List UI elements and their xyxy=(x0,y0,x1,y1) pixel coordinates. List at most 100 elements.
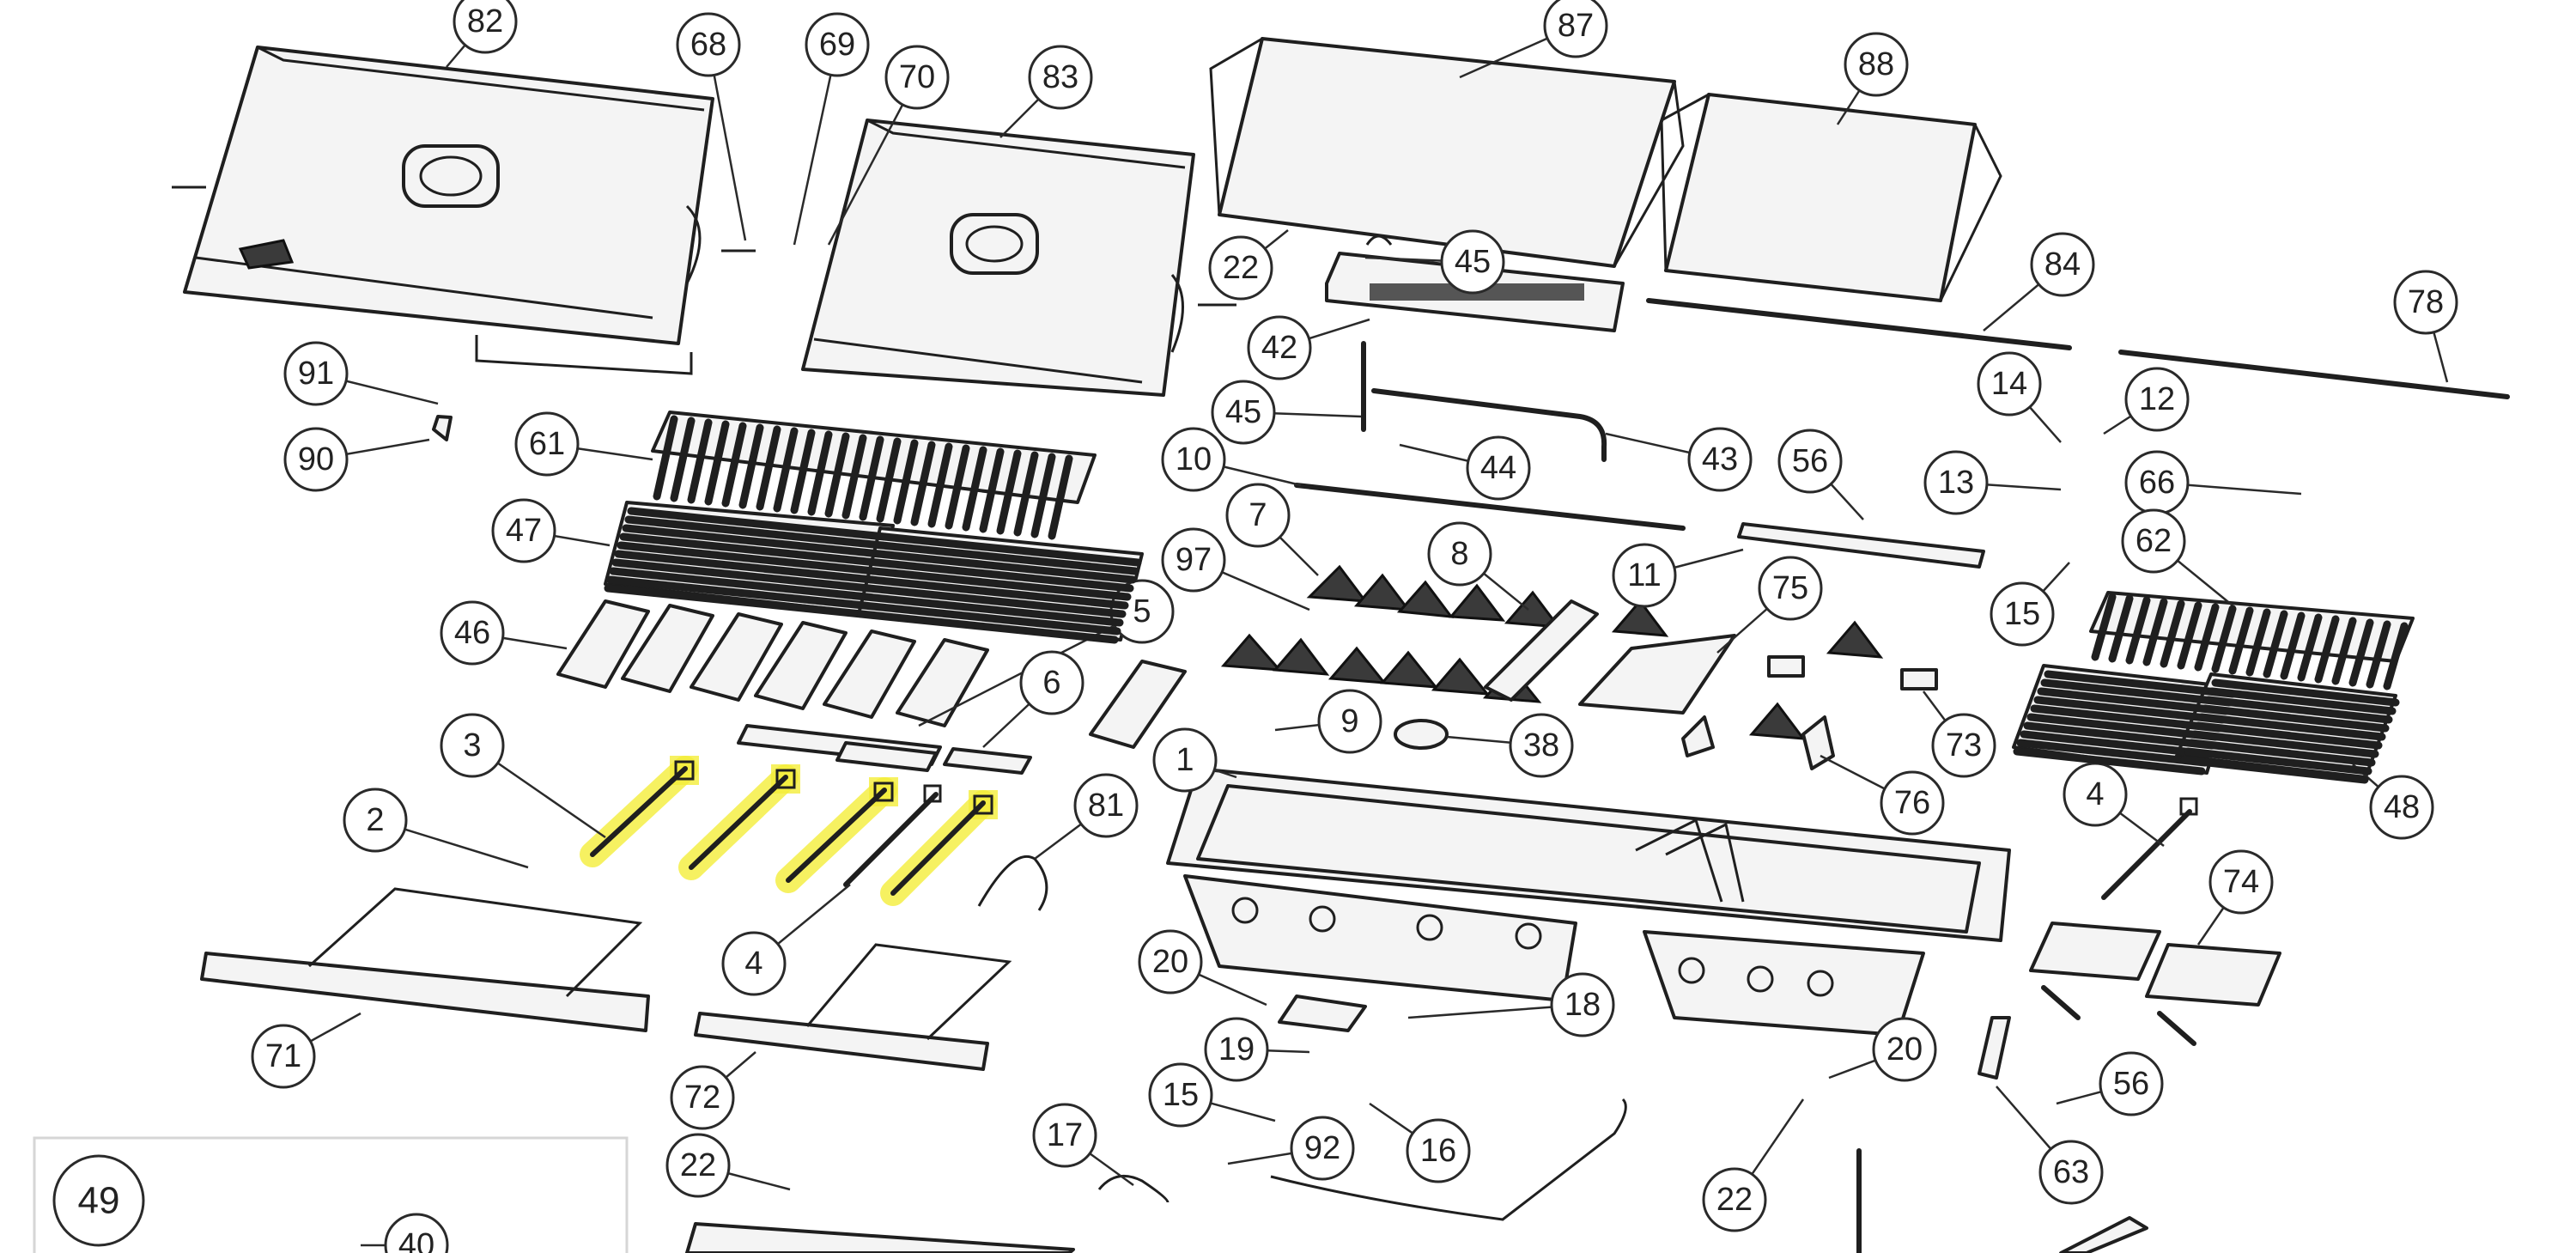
lid-center xyxy=(801,119,1236,397)
grate-bar xyxy=(878,541,1139,575)
grate-bar xyxy=(2280,611,2306,680)
inset-label: 49 xyxy=(78,1180,120,1222)
callout-label: 15 xyxy=(2004,596,2040,632)
callout-label: 20 xyxy=(1152,944,1188,980)
callout-circle xyxy=(1550,972,1615,1037)
callout-label: 40 xyxy=(398,1227,434,1253)
callout-label: 15 xyxy=(1163,1077,1199,1113)
side-burner-plate-75 xyxy=(1578,634,1736,715)
grate-bar xyxy=(609,567,871,601)
grate-bar xyxy=(862,593,1124,627)
grate-bar xyxy=(773,427,799,513)
grate-bar xyxy=(2020,730,2213,758)
leader-line-c68 xyxy=(707,44,747,241)
hinge-91 xyxy=(432,335,693,441)
callout-label: 87 xyxy=(1558,8,1594,44)
grate-bar xyxy=(2026,713,2220,741)
callout-label: 66 xyxy=(2139,465,2175,501)
grate-bar xyxy=(875,550,1137,584)
callout-c47: 47 xyxy=(491,498,556,563)
callout-c2: 2 xyxy=(343,788,408,853)
callout-c19: 19 xyxy=(1204,1017,1269,1082)
callout-c72: 72 xyxy=(670,1065,735,1130)
callout-label: 81 xyxy=(1088,788,1124,824)
drip-tray-72 xyxy=(694,943,1012,1071)
callout-label: 4 xyxy=(744,946,762,982)
callout-circle xyxy=(1440,229,1505,295)
grate-bar xyxy=(824,432,850,518)
callout-c45a: 45 xyxy=(1440,229,1505,295)
grate-bar xyxy=(2013,747,2206,776)
grate-bar xyxy=(2297,613,2323,682)
callout-c82: 82 xyxy=(453,0,518,54)
callout-label: 73 xyxy=(1946,727,1982,763)
callout-circle xyxy=(453,0,518,54)
callout-label: 74 xyxy=(2223,864,2259,900)
grate-bar xyxy=(927,442,953,528)
grate-bar xyxy=(614,550,876,584)
callout-label: 97 xyxy=(1176,542,1212,578)
grate-bar xyxy=(721,422,747,508)
callout-label: 10 xyxy=(1176,441,1212,477)
callout-label: 82 xyxy=(467,3,503,40)
callout-c9: 9 xyxy=(1317,689,1382,754)
callout-c13: 13 xyxy=(1923,450,1989,515)
callout-circle xyxy=(1758,556,1823,621)
callout-circle xyxy=(1844,32,1909,97)
grate-bar xyxy=(2044,670,2237,698)
grate-bars xyxy=(2180,678,2400,784)
grate-bar xyxy=(2383,622,2409,690)
callout-circle xyxy=(1977,351,2042,417)
callout-label: 91 xyxy=(298,356,334,392)
callout-circle xyxy=(514,411,580,477)
grate-bar xyxy=(2263,610,2288,678)
grate-bar xyxy=(865,584,1127,618)
side-burners-74 xyxy=(2029,922,2281,1046)
callout-label: 17 xyxy=(1047,1117,1083,1153)
callout-circle xyxy=(721,931,787,996)
callout-label: 69 xyxy=(819,27,855,63)
callout-c16: 16 xyxy=(1406,1118,1471,1183)
callout-label: 4 xyxy=(2086,776,2104,812)
valve-bracket-19 xyxy=(1278,994,1367,1032)
callout-circle xyxy=(1687,427,1753,492)
callout-label: 7 xyxy=(1249,497,1267,533)
callout-circle xyxy=(884,45,950,110)
callout-circle xyxy=(440,713,505,778)
callout-c73: 73 xyxy=(1931,713,1996,778)
callout-circle xyxy=(1872,1017,1937,1082)
grate-bar xyxy=(619,532,881,567)
callout-circle xyxy=(1317,689,1382,754)
callout-circle xyxy=(1032,1103,1097,1168)
callout-circle xyxy=(1923,450,1989,515)
callout-label: 45 xyxy=(1225,394,1261,430)
callout-label: 45 xyxy=(1455,244,1491,280)
grate-bar xyxy=(996,449,1022,535)
callout-circle xyxy=(283,427,349,492)
grate-bars xyxy=(604,507,889,618)
burner-supports xyxy=(737,724,1032,775)
grate-bar xyxy=(2245,608,2271,677)
callout-c20a: 20 xyxy=(1138,929,1203,994)
callout-label: 56 xyxy=(1792,443,1828,479)
callout-circle xyxy=(251,1024,316,1089)
drip-tray-71 xyxy=(200,887,650,1032)
callout-circle xyxy=(1880,770,1945,836)
callout-label: 13 xyxy=(1938,465,1974,501)
callout-label: 16 xyxy=(1420,1133,1456,1169)
callout-c70: 70 xyxy=(884,45,950,110)
grate-bar xyxy=(2108,594,2134,663)
grate-bar xyxy=(2228,606,2254,675)
bottom-tray xyxy=(685,1222,1075,1253)
callout-label: 20 xyxy=(1886,1031,1923,1067)
grate-bar xyxy=(962,446,987,532)
grate-bar xyxy=(790,429,816,514)
callout-circle xyxy=(1148,1062,1213,1128)
callout-circle xyxy=(2393,270,2458,335)
grate-bar xyxy=(2125,596,2151,665)
grate-bar xyxy=(2348,618,2374,687)
grate-bar xyxy=(876,437,902,523)
callout-label: 8 xyxy=(1450,536,1468,572)
callout-c38: 38 xyxy=(1509,713,1574,778)
callout-c22b: 22 xyxy=(665,1133,731,1198)
